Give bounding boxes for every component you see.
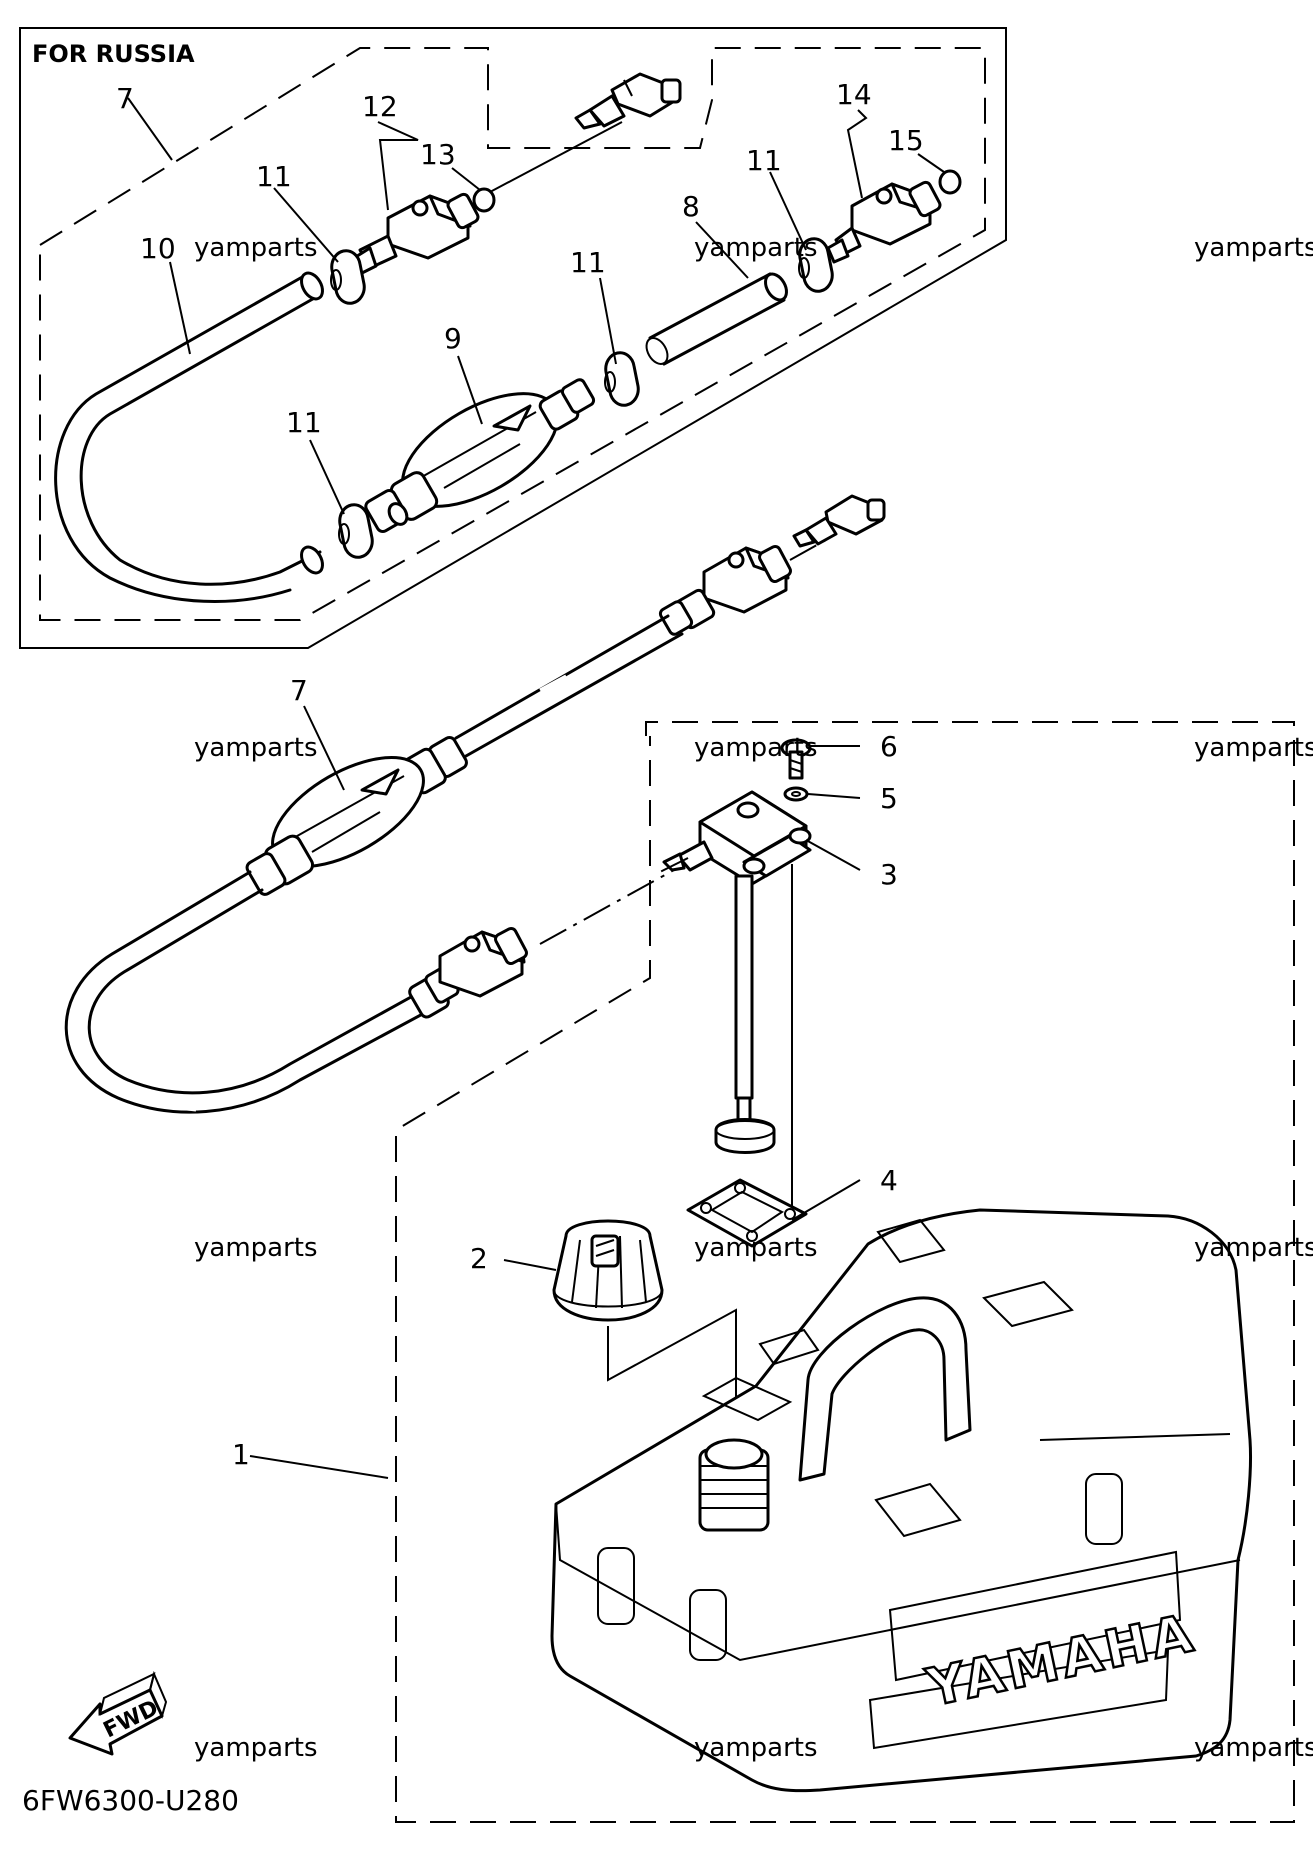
label-10: 10: [140, 232, 176, 265]
fuel-line-primer-bulb: [245, 735, 468, 896]
clamp-11-a: [330, 249, 366, 305]
inset-connector-chain: [489, 121, 623, 193]
leader-11-c: [599, 277, 617, 365]
fuel-cap-2: [552, 1219, 664, 1322]
label-14: 14: [836, 78, 872, 111]
clamp-11-b: [798, 237, 834, 293]
watermark: yamparts: [194, 733, 318, 763]
label-12: 12: [362, 90, 398, 123]
connector-14: [826, 180, 942, 264]
watermark: yamparts: [1194, 1233, 1313, 1263]
watermark: yamparts: [194, 1733, 318, 1763]
leader-9: [457, 355, 483, 425]
fuel-line-upper-connector: [658, 544, 792, 636]
washer-5: [783, 786, 809, 802]
inset-panel: FOR RUSSIA: [19, 27, 1007, 649]
watermark: yamparts: [694, 1733, 818, 1763]
hose-loop-outer: [64, 870, 432, 1114]
hose-8: [645, 272, 788, 366]
leader-13: [451, 167, 481, 191]
primer-bulb-9: [364, 378, 596, 534]
fuel-tank-group: YAMAHA 1 2 3 4 5 6: [232, 721, 1295, 1823]
watermark: yamparts: [194, 1233, 318, 1263]
label-11-b: 11: [746, 144, 782, 177]
fuel-line-lower-connector: [408, 926, 528, 1019]
leader-2: [503, 1259, 557, 1271]
leader-15: [917, 153, 945, 173]
label-5: 5: [880, 782, 898, 815]
inset-border: [19, 27, 1007, 649]
hose-upper-b: [464, 632, 684, 758]
leader-7-inset: [127, 97, 173, 161]
watermark: yamparts: [694, 1233, 818, 1263]
drawing-code: 6FW6300-U280: [22, 1784, 239, 1817]
clamp-11-d: [338, 503, 374, 559]
leader-11-b: [769, 171, 807, 251]
leader-7-main: [303, 705, 345, 791]
hose-10: [54, 271, 324, 603]
fuel-tank-1: YAMAHA: [550, 1208, 1252, 1793]
leader-3: [805, 839, 861, 871]
label-7-inset: 7: [116, 82, 134, 115]
fwd-arrow-icon: FWD: [68, 1670, 168, 1756]
clamp-11-c: [604, 351, 640, 407]
tank-connector-chain: [539, 859, 693, 945]
label-4: 4: [880, 1164, 898, 1197]
label-11-c: 11: [570, 246, 606, 279]
watermark: yamparts: [1194, 733, 1313, 763]
o-ring-13: [472, 187, 496, 213]
leader-10: [169, 261, 191, 355]
fuel-line-7: 7: [64, 494, 886, 1114]
watermark: yamparts: [1194, 1733, 1313, 1763]
label-7-main: 7: [290, 674, 308, 707]
inset-connector-nipple: [574, 72, 682, 130]
label-3: 3: [880, 858, 898, 891]
washer-5-hole: [791, 791, 801, 797]
label-9: 9: [444, 322, 462, 355]
label-8: 8: [682, 190, 700, 223]
leader-11-d: [309, 439, 345, 515]
label-2: 2: [470, 1242, 488, 1275]
screw-6: [780, 738, 812, 780]
label-11-a: 11: [256, 160, 292, 193]
label-1: 1: [232, 1438, 250, 1471]
label-6: 6: [880, 730, 898, 763]
fuel-meter-3: [662, 790, 812, 1220]
leader-12: [377, 121, 419, 211]
o-ring-15: [938, 169, 962, 195]
meter-chain: [659, 857, 689, 873]
inset-header: FOR RUSSIA: [32, 40, 195, 68]
watermark: yamparts: [694, 733, 818, 763]
engine-connector-chain: [789, 539, 827, 561]
gasket-4: [686, 1178, 808, 1248]
leader-5: [807, 793, 861, 799]
leader-14: [846, 109, 868, 199]
leader-11-a: [273, 187, 339, 263]
watermark: yamparts: [1194, 233, 1313, 263]
label-15: 15: [888, 124, 924, 157]
watermarks: yamparts yamparts yamparts yamparts yamp…: [194, 233, 1313, 1763]
leader-4: [791, 1179, 861, 1221]
connector-12: [352, 192, 480, 276]
leader-8: [695, 221, 749, 279]
label-11-d: 11: [286, 406, 322, 439]
engine-connector-nipple: [792, 494, 886, 548]
leader-1: [249, 1455, 389, 1479]
label-13: 13: [420, 138, 456, 171]
inset-group-outline: [39, 47, 986, 621]
tank-group-outline: [395, 721, 1295, 1823]
hose-loop-inner: [87, 888, 422, 1095]
watermark: yamparts: [694, 233, 818, 263]
watermark: yamparts: [194, 233, 318, 263]
